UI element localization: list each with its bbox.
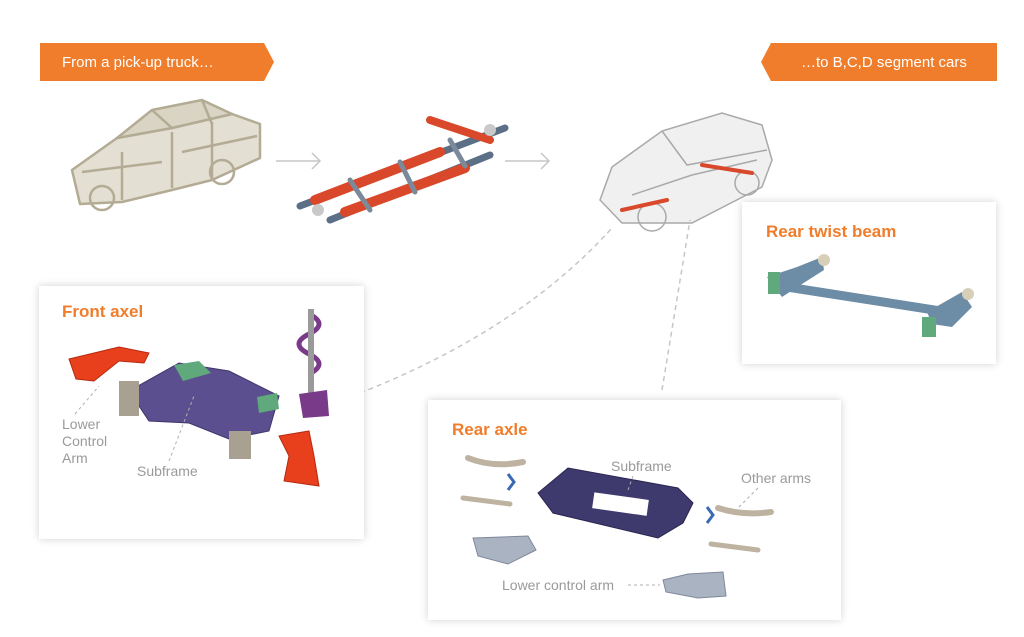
rear-twist-beam-card: Rear twist beam [742,202,996,364]
banner-pickup-text: From a pick-up truck… [62,53,214,71]
rear-subframe-illustration [537,467,694,539]
front-subframe-label: Subframe [137,463,198,479]
ladder-frame-chassis-illustration [296,116,509,224]
rear-upper-arm-right-illustration [715,505,774,517]
rear-subframe-label: Subframe [611,458,672,474]
banner-pickup-shape [40,43,274,81]
front-axel-leader-lines [74,385,195,462]
banner-cars-text: …to B,C,D segment cars [801,53,967,71]
front-strut-spring-illustration [296,309,329,418]
rear-lower-arm-left-illustration [460,495,513,507]
rear-lower-control-arm-label: Lower control arm [502,577,615,593]
rear-lower-arm-right-illustration [708,541,761,553]
banner-cars: …to B,C,D segment cars [761,43,997,81]
pickup-truck-body-illustration [70,98,262,212]
banner-pickup: From a pick-up truck… [40,43,274,81]
rear-lower-control-arm-right-illustration [662,571,727,599]
rear-link-left-illustration [506,473,516,491]
front-lower-control-arm-label-line-3: Arm [62,450,88,466]
front-lower-control-arm-illustration [68,346,150,382]
rear-axle-leader-lines [627,475,759,586]
front-lower-control-arm-label: Lower Control Arm [62,416,107,467]
hatchback-car-illustration [599,112,773,232]
rear-twist-beam-title: Rear twist beam [766,222,897,241]
front-knuckle-illustration [278,430,320,487]
rear-link-right-illustration [705,506,715,524]
front-subframe-illustration [119,361,280,459]
banner-cars-shape [761,43,997,81]
front-lower-control-arm-label-line-1: Lower [62,416,101,432]
rear-upper-arm-left-illustration [465,455,526,468]
dashed-callout-lines [359,219,691,394]
rear-lower-control-arm-left-illustration [472,535,537,565]
rear-twist-beam-illustration [767,254,974,337]
front-axel-title: Front axel [62,302,144,321]
rear-other-arms-label: Other arms [741,470,812,486]
front-lower-control-arm-label-line-2: Control [62,433,108,449]
rear-axle-card: Rear axle Subframe Other arms Lower cont… [428,400,841,620]
rear-axle-title: Rear axle [452,420,528,439]
process-arrows [276,152,551,170]
front-axel-card: Front axel Lower Control Arm Subframe [39,286,364,539]
